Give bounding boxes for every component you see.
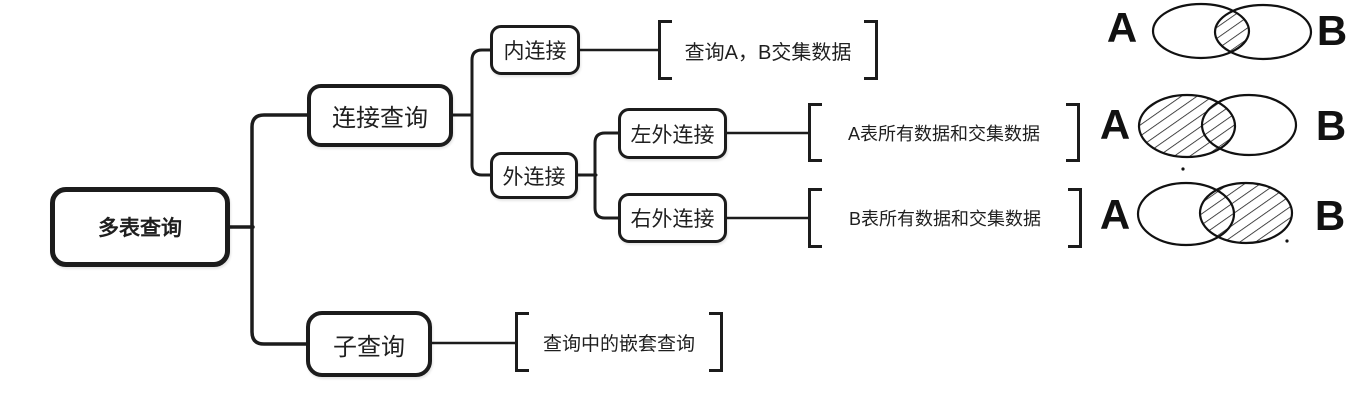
venn-inner-label-a: A xyxy=(1106,4,1138,51)
node-label: 连接查询 xyxy=(332,105,428,132)
stray-dot xyxy=(1285,239,1289,243)
node-sub-query[interactable]: 子查询 xyxy=(306,311,432,377)
node-inner-join[interactable]: 内连接 xyxy=(490,25,580,75)
right-bracket xyxy=(864,20,878,80)
venn-left-outer-join xyxy=(1137,93,1298,171)
join-branch-line xyxy=(470,48,492,177)
node-label: 外连接 xyxy=(502,165,566,189)
right-bracket xyxy=(709,312,723,372)
note-text: A表所有数据和交集数据 xyxy=(847,123,1040,144)
venn-left-ellipse-b xyxy=(1200,93,1298,157)
node-label: 右外连接 xyxy=(630,208,715,231)
venn-left-label-a: A xyxy=(1099,101,1131,148)
left-bracket xyxy=(658,20,672,80)
node-outer-join[interactable]: 外连接 xyxy=(490,152,578,199)
left-bracket xyxy=(808,103,822,162)
venn-inner-ellipse-b xyxy=(1213,3,1313,61)
note-inner-join: 查询A，B交集数据 xyxy=(658,20,878,80)
stray-dot xyxy=(1181,167,1185,171)
node-label: 内连接 xyxy=(503,40,567,63)
root-branch-line xyxy=(250,113,309,346)
venn-right-label-b: B xyxy=(1314,192,1346,239)
note-sub-query: 查询中的嵌套查询 xyxy=(515,312,723,372)
venn-inner-label-b: B xyxy=(1316,7,1348,54)
tree-connectors xyxy=(228,48,810,346)
node-right-outer-join[interactable]: 右外连接 xyxy=(618,193,727,243)
right-bracket xyxy=(1066,103,1080,162)
venn-inner-join xyxy=(1151,2,1313,61)
node-label: 左外连接 xyxy=(630,123,715,147)
node-multi-table-query[interactable]: 多表查询 xyxy=(50,187,230,267)
note-text: 查询中的嵌套查询 xyxy=(542,333,695,355)
note-text: 查询A，B交集数据 xyxy=(684,41,852,64)
note-left-outer-join: A表所有数据和交集数据 xyxy=(808,103,1080,162)
venn-left-label-b: B xyxy=(1315,102,1347,149)
left-bracket xyxy=(515,312,529,372)
note-text: B表所有数据和交集数据 xyxy=(848,209,1041,229)
venn-left-ellipse-a-hatched xyxy=(1137,93,1237,159)
venn-inner-intersection-hatch xyxy=(1215,5,1249,58)
right-bracket xyxy=(1068,188,1082,248)
venn-right-outer-join xyxy=(1136,181,1294,247)
venn-right-ellipse-b-hatched xyxy=(1198,181,1294,245)
venn-right-label-a: A xyxy=(1099,191,1131,238)
left-bracket xyxy=(808,188,822,248)
node-label: 多表查询 xyxy=(98,217,182,240)
node-label: 子查询 xyxy=(333,333,405,361)
node-left-outer-join[interactable]: 左外连接 xyxy=(618,108,727,159)
venn-inner-ellipse-a xyxy=(1151,2,1251,60)
venn-right-ellipse-a xyxy=(1136,181,1236,247)
note-right-outer-join: B表所有数据和交集数据 xyxy=(808,188,1082,248)
node-join-query[interactable]: 连接查询 xyxy=(307,84,453,147)
outer-branch-line xyxy=(593,131,620,220)
